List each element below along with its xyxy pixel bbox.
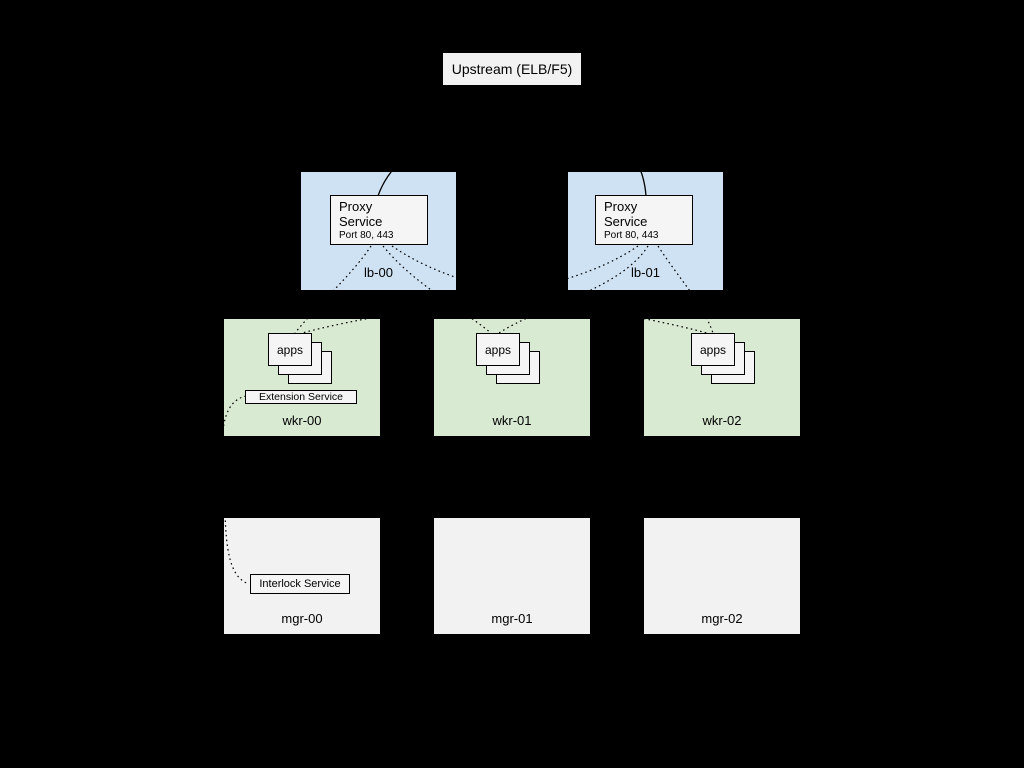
node-mgr-01: mgr-01 — [434, 518, 590, 634]
node-label-mgr-00: mgr-00 — [281, 611, 323, 626]
proxy-service-ports: Port 80, 443 — [339, 230, 394, 241]
node-wkr-00: wkr-00 — [224, 319, 380, 436]
apps-stack-wkr02: apps — [691, 333, 757, 386]
node-label-wkr-02: wkr-02 — [702, 413, 742, 428]
node-mgr-02: mgr-02 — [644, 518, 800, 634]
node-label-lb-00: lb-00 — [364, 265, 393, 280]
proxy-service-name-line1: Proxy — [339, 199, 373, 214]
node-label-mgr-02: mgr-02 — [701, 611, 743, 626]
apps-stack-wkr00: apps — [268, 333, 334, 386]
proxy-service-name-line1: Proxy — [604, 199, 638, 214]
proxy-service-name-line2: Service — [339, 214, 383, 229]
apps-stack-wkr01: apps — [476, 333, 542, 386]
node-label-mgr-01: mgr-01 — [491, 611, 533, 626]
node-upstream: Upstream (ELB/F5) — [443, 53, 581, 85]
node-label-wkr-01: wkr-01 — [492, 413, 532, 428]
node-label-lb-01: lb-01 — [631, 265, 660, 280]
proxy-service-ports: Port 80, 443 — [604, 230, 659, 241]
apps-card-front: apps — [476, 333, 520, 366]
proxy-service-box-lb00: Proxy Service Port 80, 443 — [330, 195, 428, 245]
node-label-wkr-00: wkr-00 — [282, 413, 322, 428]
proxy-service-name-line2: Service — [604, 214, 648, 229]
proxy-service-box-lb01: Proxy Service Port 80, 443 — [595, 195, 693, 245]
extension-service-box: Extension Service — [245, 390, 357, 404]
apps-card-front: apps — [268, 333, 312, 366]
interlock-service-box: Interlock Service — [250, 574, 350, 594]
apps-card-front: apps — [691, 333, 735, 366]
